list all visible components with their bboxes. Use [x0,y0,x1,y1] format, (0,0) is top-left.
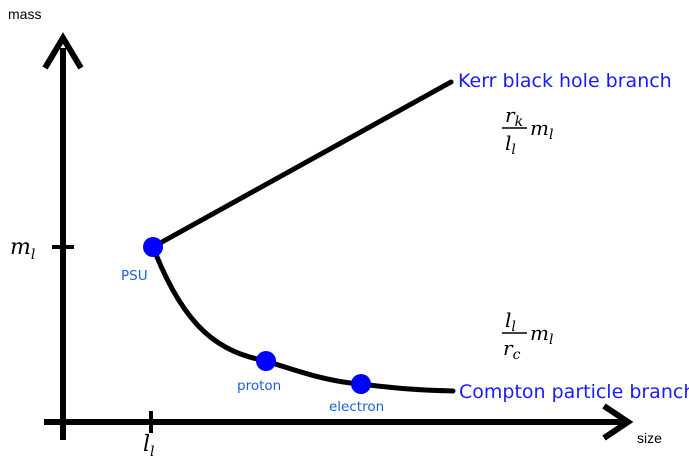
compton-formula: ll rc ml [502,308,553,363]
electron-point [351,374,371,394]
x-axis-arrowhead [602,403,634,441]
compton-branch-curve [150,244,456,394]
kerr-branch-line [150,79,454,250]
proton-point [256,351,276,371]
kerr-branch-label: Kerr black hole branch [458,70,672,92]
electron-label: electron [329,399,384,415]
y-axis-arrowhead [42,32,84,70]
proton-label: proton [237,378,281,394]
compton-formula-numerator: ll [505,308,516,335]
kerr-formula-numerator: rk [505,103,523,130]
y-tick-label: ml [10,235,35,263]
compton-formula-factor: ml [530,321,553,348]
kerr-formula: rk ll ml [502,103,553,158]
y-axis-label: mass [8,6,41,22]
x-tick-label: ll [143,432,155,459]
psu-label: PSU [121,268,148,284]
x-axis-label: size [637,430,662,446]
kerr-formula-denominator: ll [505,131,516,158]
compton-formula-denominator: rc [503,336,521,363]
psu-point [143,237,163,257]
compton-branch-label: Compton particle branch [459,381,689,403]
kerr-formula-factor: ml [530,116,553,143]
